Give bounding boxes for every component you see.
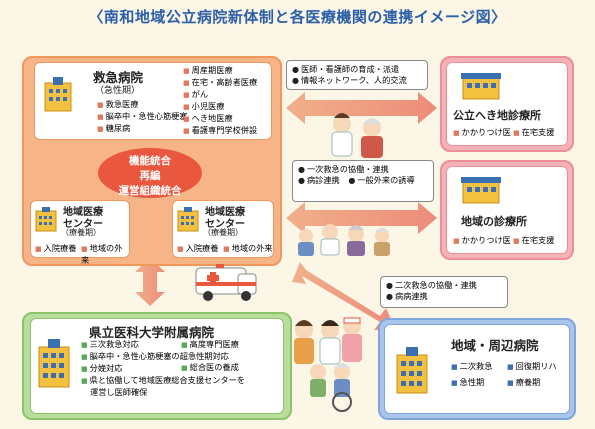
emergency-items-right: 周産期医療 在宅・高齢者医療 がん 小児医療 へき地医療 看護専門学校併設 [183, 65, 258, 137]
diagram-title: 〈南和地域公立病院新体制と各医療機関の連携イメージ図〉 [88, 8, 507, 26]
speech-primary-emergency: 一次救急の協働・連携 病診連携 一般外来の誘導 [292, 160, 434, 202]
hospital-building-icon [35, 207, 57, 232]
hospital-building-icon [396, 347, 428, 394]
emergency-item: 看護専門学校併設 [183, 125, 258, 137]
emergency-item: 小児医療 [183, 101, 257, 113]
remote-clinic-name: 公立へき地診療所 [453, 109, 541, 122]
university-item: 分娩対応 [81, 363, 245, 375]
university-items-right: 高度専門医療 総合医の養成 [181, 339, 239, 374]
arrow-main-university [135, 258, 165, 306]
university-item: 総合医の養成 [181, 362, 239, 374]
doctor-patient-illustration [331, 113, 383, 158]
emergency-item: 糖尿病 [97, 123, 188, 135]
center-right-item: 地域の外来 [223, 243, 273, 255]
regional-tag: 療養期 [507, 377, 541, 389]
university-item: 高度専門医療 [181, 339, 239, 351]
university-item: 脳卒中・急性心筋梗塞の超急性期対応 [81, 351, 245, 363]
speech-item: 病診連携 [298, 175, 340, 185]
speech-item: 一般外来の誘導 [348, 175, 414, 185]
hospital-building-icon [38, 339, 70, 388]
center-left-name2: センター [63, 219, 103, 230]
university-item: 運営し医師確保 [90, 387, 148, 397]
family-illustration [294, 317, 362, 412]
integration-line1: 機能統合 [129, 155, 171, 167]
ambulance-illustration [195, 264, 257, 301]
center-left-item: 地域の外来 [81, 243, 129, 266]
remote-clinic-card: 公立へき地診療所 かかりつけ医 在宅支援 [446, 62, 568, 146]
arrow-center-clinic [286, 202, 437, 234]
hospital-building-icon [44, 77, 72, 112]
local-clinic-tag: かかりつけ医 [453, 235, 511, 247]
local-clinic-name: 地域の診療所 [461, 215, 527, 228]
emergency-items-left: 救急医療 脳卒中・急性心筋梗塞 糖尿病 [97, 99, 188, 135]
regional-tag: 回復期リハ [507, 361, 557, 373]
speech-secondary-emergency: 二次救急の協働・連携 病病連携 [380, 276, 508, 308]
center-left-name: 地域医療 [63, 207, 103, 218]
community-center-left: 地域医療 センター （療養期） 入院療養 地域の外来 [30, 200, 130, 265]
emergency-item: がん [183, 89, 257, 101]
hospital-building-icon [177, 207, 199, 232]
speech-training-dispatch: 医師・看護師の育成・派遣 情報ネットワーク、人的交流 [286, 60, 428, 90]
emergency-hospital-name: 救急病院 [93, 70, 144, 85]
speech-item: 医師・看護師の育成・派遣 [292, 64, 422, 75]
regional-tag: 二次救急 [451, 361, 493, 373]
speech-item: 病病連携 [386, 291, 502, 302]
emergency-item: 周産期医療 [183, 65, 257, 77]
regional-name: 地域・周辺病院 [451, 338, 539, 353]
remote-clinic-tag: かかりつけ医 [453, 127, 511, 139]
emergency-item: 脳卒中・急性心筋梗塞 [97, 111, 188, 123]
speech-item: 一次救急の協働・連携 [298, 164, 428, 175]
clinic-building-icon [461, 73, 501, 100]
university-name: 県立医科大学附属病院 [89, 325, 215, 340]
clinic-building-icon [461, 177, 501, 204]
local-clinic-card: 地域の診療所 かかりつけ医 在宅支援 [446, 166, 568, 254]
university-items-left: 三次救急対応 脳卒中・急性心筋梗塞の超急性期対応 分娩対応 県と協働して地域医療… [81, 339, 245, 398]
speech-item: 二次救急の協働・連携 [386, 280, 502, 291]
integration-line3: 運営組織統合 [118, 185, 182, 197]
center-right-item: 入院療養 [177, 243, 219, 255]
integration-line2: 再編 [139, 170, 161, 182]
university-hospital-card: 県立医科大学附属病院 三次救急対応 脳卒中・急性心筋梗塞の超急性期対応 分娩対応… [30, 318, 284, 414]
remote-clinic-tag: 在宅支援 [513, 127, 555, 139]
center-left-sub: （療養期） [61, 228, 101, 237]
emergency-hospital-sub: （急性期） [95, 86, 141, 96]
emergency-item: へき地医療 [183, 113, 257, 125]
center-left-item: 入院療養 [35, 243, 77, 255]
community-people-illustration [298, 224, 390, 256]
local-clinic-tag: 在宅支援 [513, 235, 555, 247]
center-right-name: 地域医療 [205, 207, 245, 218]
regional-tag: 急性期 [451, 377, 485, 389]
arrow-emergency-remote [286, 92, 437, 124]
emergency-item: 救急医療 [97, 99, 188, 111]
emergency-hospital-card: 救急病院 （急性期） 救急医療 脳卒中・急性心筋梗塞 糖尿病 周産期医療 在宅・… [34, 62, 272, 140]
center-right-sub: （療養期） [203, 228, 243, 237]
emergency-item: 在宅・高齢者医療 [183, 77, 258, 89]
integration-ellipse: 機能統合 再編 運営組織統合 [98, 148, 202, 198]
center-right-name2: センター [205, 219, 245, 230]
university-item: 県と協働して地域医療総合支援センターを [81, 375, 245, 387]
speech-item: 情報ネットワーク、人的交流 [292, 75, 422, 86]
community-center-right: 地域医療 センター （療養期） 入院療養 地域の外来 [172, 200, 274, 258]
university-item: 三次救急対応 [81, 339, 245, 351]
arrow-diagonal-regional [292, 262, 396, 330]
regional-hospital-card: 地域・周辺病院 二次救急 回復期リハ 急性期 療養期 [384, 324, 570, 414]
